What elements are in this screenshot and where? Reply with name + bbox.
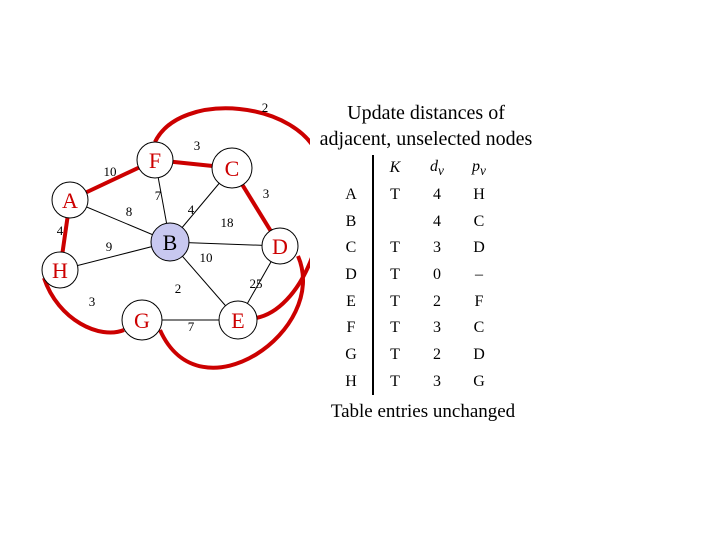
row-predecessor-cell: H bbox=[473, 186, 485, 204]
row-known-cell: T bbox=[390, 239, 400, 257]
node-h: H bbox=[41, 251, 79, 289]
header-predecessor: pv bbox=[458, 155, 500, 182]
edge-weight-label: 3 bbox=[89, 294, 96, 309]
node-circle bbox=[261, 227, 299, 265]
row-node-cell: B bbox=[330, 208, 374, 236]
edge-weight-label: 18 bbox=[221, 215, 234, 230]
node-circle bbox=[121, 299, 163, 341]
edge-weight-label: 8 bbox=[126, 204, 133, 219]
edge-weight-label: 9 bbox=[106, 239, 113, 254]
row-node-cell: H bbox=[330, 368, 374, 396]
header-known: K bbox=[389, 159, 401, 177]
edge-weight-label: 3 bbox=[194, 138, 201, 153]
node-f: F bbox=[136, 141, 174, 179]
row-known-cell bbox=[373, 208, 416, 235]
row-predecessor-cell: C bbox=[473, 212, 485, 230]
edge-f-e bbox=[153, 106, 310, 320]
row-node-cell: G bbox=[330, 341, 374, 369]
node-label: G bbox=[134, 308, 150, 333]
row-distance-cell: 2 bbox=[433, 292, 441, 310]
row-distance-cell: 3 bbox=[433, 372, 441, 390]
table-row: B 4 C bbox=[330, 208, 500, 236]
node-g: G bbox=[121, 299, 163, 341]
nodes-layer: A F C B D H G E bbox=[41, 141, 299, 341]
edge-g-d bbox=[158, 255, 306, 370]
table-header-row: K dv pv bbox=[330, 155, 500, 182]
node-circle bbox=[51, 181, 89, 219]
edge-weight-label: 3 bbox=[263, 186, 270, 201]
edge-weight-label: 7 bbox=[155, 188, 162, 203]
row-node-cell: A bbox=[330, 181, 374, 209]
table-corner bbox=[330, 155, 374, 182]
node-b: B bbox=[150, 222, 190, 262]
node-label: H bbox=[52, 258, 68, 283]
edge-weight-label: 25 bbox=[250, 276, 263, 291]
edge-weight-label: 4 bbox=[188, 202, 195, 217]
edge-weight-label: 2 bbox=[175, 281, 182, 296]
row-known-cell: T bbox=[390, 319, 400, 337]
row-node-cell: F bbox=[330, 315, 374, 342]
row-known-cell: T bbox=[390, 292, 400, 310]
row-known-cell: T bbox=[390, 186, 400, 204]
node-circle bbox=[41, 251, 79, 289]
row-node-cell: C bbox=[330, 235, 374, 262]
row-distance-cell: 4 bbox=[433, 186, 441, 204]
node-circle bbox=[150, 222, 190, 262]
node-label: E bbox=[231, 308, 244, 333]
edge-weight-label: 10 bbox=[200, 250, 213, 265]
row-node-cell: D bbox=[330, 261, 374, 289]
header-distance: dv bbox=[416, 155, 458, 182]
node-circle bbox=[211, 147, 253, 189]
node-e: E bbox=[218, 300, 258, 340]
edge-weight-label: 10 bbox=[104, 164, 117, 179]
edge-weight-label: 4 bbox=[57, 223, 64, 238]
header-distance-sub: v bbox=[438, 162, 444, 178]
row-predecessor-cell: G bbox=[473, 372, 485, 390]
edge-weight-label: 7 bbox=[188, 319, 195, 334]
header-predecessor-text: p bbox=[472, 157, 481, 175]
row-predecessor-cell: D bbox=[473, 239, 485, 257]
row-predecessor-cell: D bbox=[473, 346, 485, 364]
row-distance-cell: 4 bbox=[433, 212, 441, 230]
edge-h-g bbox=[42, 277, 125, 335]
node-circle bbox=[136, 141, 174, 179]
node-label: D bbox=[272, 234, 288, 259]
row-predecessor-cell: C bbox=[473, 319, 485, 337]
node-circle bbox=[218, 300, 258, 340]
row-node-cell: E bbox=[330, 288, 374, 316]
row-distance-cell: 3 bbox=[433, 239, 441, 257]
header-distance-text: d bbox=[430, 157, 439, 175]
row-predecessor-cell: F bbox=[474, 292, 484, 310]
node-label: A bbox=[62, 188, 78, 213]
node-label: C bbox=[225, 156, 240, 181]
row-known-cell: T bbox=[390, 346, 400, 364]
node-label: B bbox=[163, 230, 178, 255]
header-predecessor-sub: v bbox=[480, 162, 486, 178]
edge-weight-label: 2 bbox=[262, 100, 269, 115]
node-c: C bbox=[211, 147, 253, 189]
footer-caption: Table entries unchanged bbox=[330, 401, 516, 422]
node-d: D bbox=[261, 227, 299, 265]
row-distance-cell: 0 bbox=[433, 266, 441, 284]
slide-title: Update distances of adjacent, unselected… bbox=[319, 102, 533, 150]
row-known-cell: T bbox=[390, 266, 400, 284]
row-distance-cell: 2 bbox=[433, 346, 441, 364]
node-a: A bbox=[51, 181, 89, 219]
row-distance-cell: 3 bbox=[433, 319, 441, 337]
node-label: F bbox=[149, 148, 161, 173]
row-known-cell: T bbox=[390, 372, 400, 390]
row-predecessor-cell: – bbox=[475, 266, 483, 284]
